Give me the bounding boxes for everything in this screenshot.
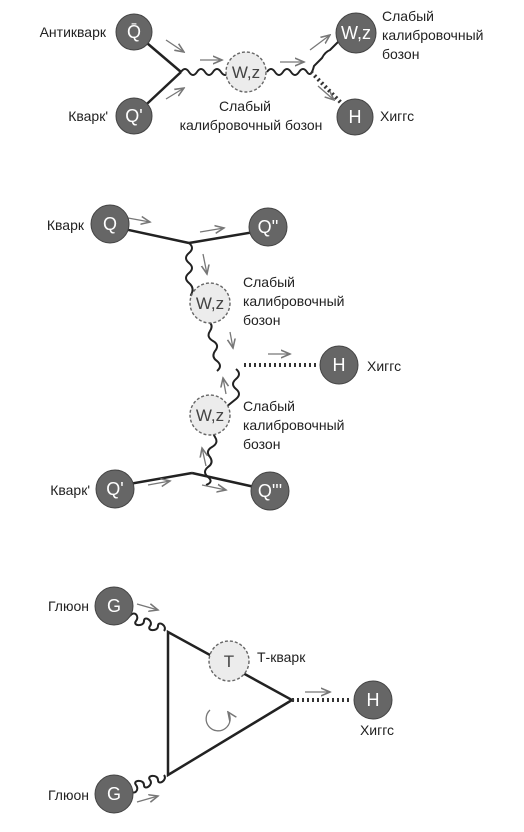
higgs-node-1 — [336, 98, 374, 136]
top-quark-label: Т-кварк — [257, 649, 306, 665]
gluon-node-2 — [94, 774, 134, 814]
boson-symbol-1: W,z — [232, 63, 260, 82]
arrow-2g — [202, 448, 206, 467]
boson3-label-line3: бозон — [243, 436, 280, 452]
higgs-symbol-3: H — [367, 690, 380, 710]
arrow-1f — [317, 85, 334, 100]
antiquark-label: Антикварк — [40, 24, 107, 40]
out-boson-node — [335, 12, 377, 54]
arrow-2a — [127, 218, 150, 222]
quark-prime-label-2: Кварк' — [50, 482, 90, 498]
top-quark-symbol: T — [224, 652, 234, 671]
higgs-label-1: Хиггс — [380, 108, 414, 124]
boson2-label-line1: Слабый — [243, 274, 295, 290]
antiquark-symbol: Q̄ — [127, 22, 141, 42]
gluon-symbol-2: G — [107, 784, 121, 804]
quark-prime-node-2 — [95, 469, 135, 509]
boson-label-line1: Слабый — [219, 98, 271, 114]
boson-node-2 — [189, 282, 231, 324]
arrow-1a — [165, 39, 184, 52]
boson-propagator-2 — [266, 41, 339, 76]
diagram-1: Q̄ Антикварк Q' Кварк' W,z Слабый калибр… — [40, 8, 483, 136]
arrow-2i — [201, 485, 226, 490]
top-quark-node — [208, 640, 250, 682]
boson-label-line2: калибровочный бозон — [180, 117, 323, 133]
arrow-3b — [136, 796, 158, 802]
arrow-2h — [147, 481, 170, 485]
arrow-3a — [136, 604, 158, 610]
quark-prime-symbol-2: Q' — [106, 479, 123, 499]
quark-out-node-2 — [250, 471, 290, 511]
out-boson-symbol: W,z — [341, 23, 371, 43]
higgs-symbol-1: H — [349, 107, 362, 127]
quark-label-2: Кварк — [47, 217, 85, 233]
boson-node-1 — [225, 51, 267, 93]
gluon-label-1: Глюон — [48, 598, 89, 614]
arrow-2f — [223, 378, 226, 395]
quark-out-node-1 — [248, 207, 288, 247]
quark-out-symbol-2: Q''' — [258, 481, 282, 501]
higgs-symbol-2: H — [333, 355, 346, 375]
quark-out-symbol-1: Q'' — [258, 217, 279, 237]
quark-prime-node — [115, 97, 153, 135]
arrow-1b — [165, 88, 184, 100]
loop-rotation-arrow — [205, 709, 230, 732]
gluon-label-2: Глюон — [48, 787, 89, 803]
boson3-label-line1: Слабый — [243, 398, 295, 414]
boson-symbol-3: W,z — [196, 406, 224, 425]
quark-prime-symbol: Q' — [125, 106, 142, 126]
gluon-symbol-1: G — [107, 596, 121, 616]
boson-symbol-2: W,z — [196, 294, 224, 313]
higgs-label-2: Хиггс — [367, 358, 401, 374]
antiquark-node — [115, 13, 153, 51]
arrow-2b — [199, 228, 224, 232]
higgs-label-3: Хиггс — [360, 722, 394, 738]
arrow-2c — [203, 253, 207, 274]
higgs-node-2 — [319, 345, 359, 385]
boson2-label-line2: калибровочный — [243, 293, 344, 309]
gluon-1-line — [129, 612, 166, 632]
out-boson-label-line1: Слабый — [382, 8, 434, 24]
diagram-2: Q Кварк Q'' W,z Слабый калибровочный боз… — [47, 204, 401, 511]
boson-node-3 — [189, 394, 231, 436]
gluon-node-1 — [94, 586, 134, 626]
higgs-node-3 — [353, 680, 393, 720]
boson2-label-line3: бозон — [243, 312, 280, 328]
arrow-2d — [230, 331, 233, 348]
out-boson-label-line3: бозон — [382, 46, 419, 62]
boson3-label-line2: калибровочный — [243, 417, 344, 433]
quark-node-2 — [90, 204, 130, 244]
gluon-2-line — [129, 774, 166, 794]
quark-prime-label: Кварк' — [68, 108, 108, 124]
quark-symbol-2: Q — [103, 214, 117, 234]
arrow-1e — [309, 35, 330, 51]
diagram-3: G Глюон T Т-кварк H Хиггс G Глюон — [48, 586, 394, 814]
out-boson-label-line2: калибровочный — [382, 27, 483, 43]
